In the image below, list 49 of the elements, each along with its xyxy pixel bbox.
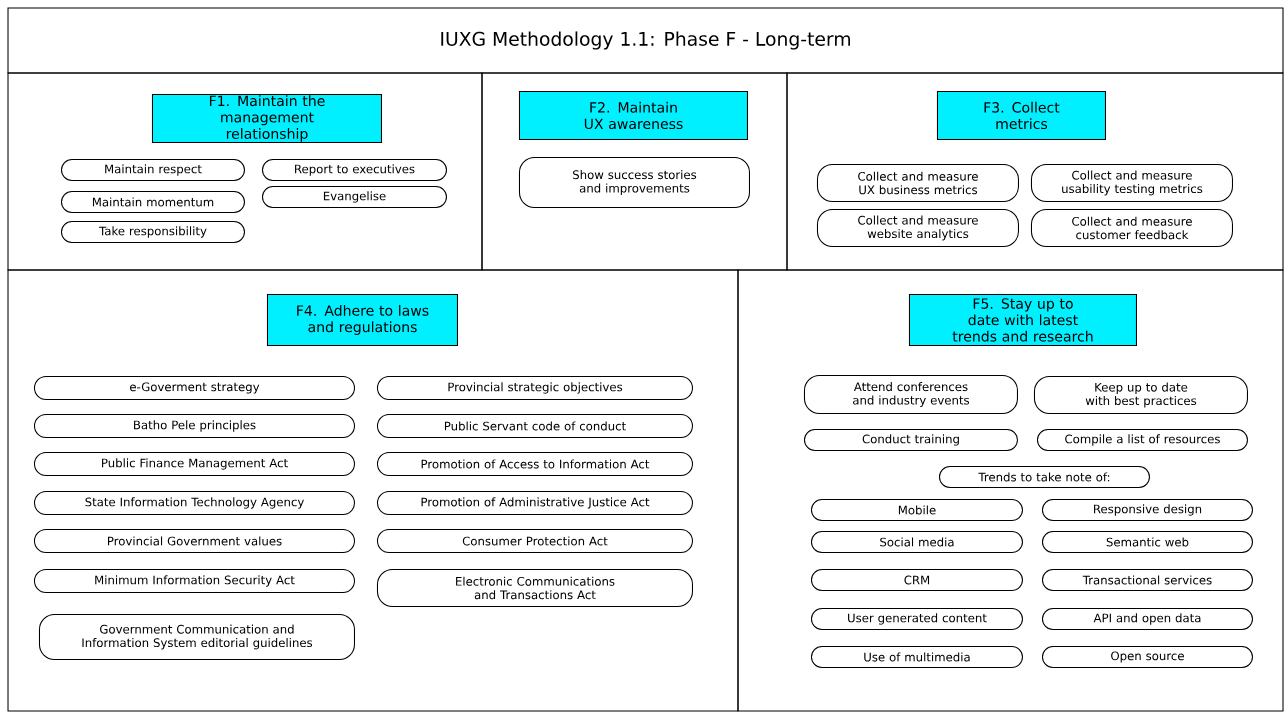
topic-pill: Promotion of Access to Information Act [376, 451, 693, 476]
topic-pill: e-Goverment strategy [33, 375, 355, 400]
topic-pill: Collect and measure customer feedback [1030, 208, 1233, 247]
title-band: IUXG Methodology 1.1: Phase F - Long-term [7, 7, 1284, 74]
topic-pill: User generated content [810, 607, 1023, 630]
topic-pill: Provincial strategic objectives [376, 375, 693, 400]
topic-pill: Public Servant code of conduct [376, 413, 693, 438]
topic-pill: Collect and measure usability testing metrics [1030, 163, 1233, 202]
topic-pill: Provincial Government values [33, 528, 355, 553]
topic-pill: Minimum Information Security Act [33, 568, 355, 593]
topic-pill: Use of multimedia [810, 645, 1023, 668]
topic-pill: Public Finance Management Act [33, 451, 355, 476]
topic-pill: Report to executives [261, 158, 447, 181]
section-panel [7, 72, 483, 271]
heading-box: F5. Stay up to date with latest trends and research [908, 293, 1137, 346]
section-panel [786, 72, 1284, 271]
topic-pill: Collect and measure website analytics [816, 208, 1019, 247]
topic-pill: Transactional services [1041, 568, 1253, 591]
topic-pill: Social media [810, 530, 1023, 553]
topic-pill: Consumer Protection Act [376, 528, 693, 553]
topic-pill: Keep up to date with best practices [1033, 375, 1248, 414]
topic-pill: Mobile [810, 498, 1023, 521]
section-panel [481, 72, 788, 271]
topic-pill: Government Communication and Information System editorial guidelines [38, 613, 355, 660]
topic-pill: Attend conferences and industry events [803, 374, 1018, 414]
section-panel [7, 269, 739, 712]
topic-pill: Show success stories and improvements [518, 156, 750, 208]
topic-pill: Maintain momentum [60, 190, 245, 213]
heading-box: F2. Maintain UX awareness [518, 90, 748, 140]
heading-box: F3. Collect metrics [936, 90, 1106, 140]
section-panel [737, 269, 1284, 712]
topic-pill: Collect and measure UX business metrics [816, 163, 1019, 202]
topic-pill: Batho Pele principles [33, 413, 355, 438]
topic-pill: State Information Technology Agency [33, 490, 355, 515]
topic-pill: Semantic web [1041, 530, 1253, 553]
topic-pill: Electronic Communications and Transactions Act [376, 568, 693, 607]
topic-pill: Evangelise [261, 185, 447, 208]
topic-pill: Maintain respect [60, 158, 245, 181]
topic-pill: CRM [810, 568, 1023, 591]
topic-pill: Conduct training [803, 428, 1018, 451]
topic-pill: Take responsibility [60, 220, 245, 243]
heading-box: F4. Adhere to laws and regulations [266, 293, 458, 346]
topic-pill: API and open data [1041, 607, 1253, 630]
heading-box: F1. Maintain the management relationship [151, 93, 382, 143]
topic-pill: Trends to take note of: [938, 465, 1150, 488]
topic-pill: Responsive design [1041, 498, 1253, 521]
topic-pill: Promotion of Administrative Justice Act [376, 490, 693, 515]
topic-pill: Compile a list of resources [1036, 428, 1248, 451]
topic-pill: Open source [1041, 645, 1253, 668]
